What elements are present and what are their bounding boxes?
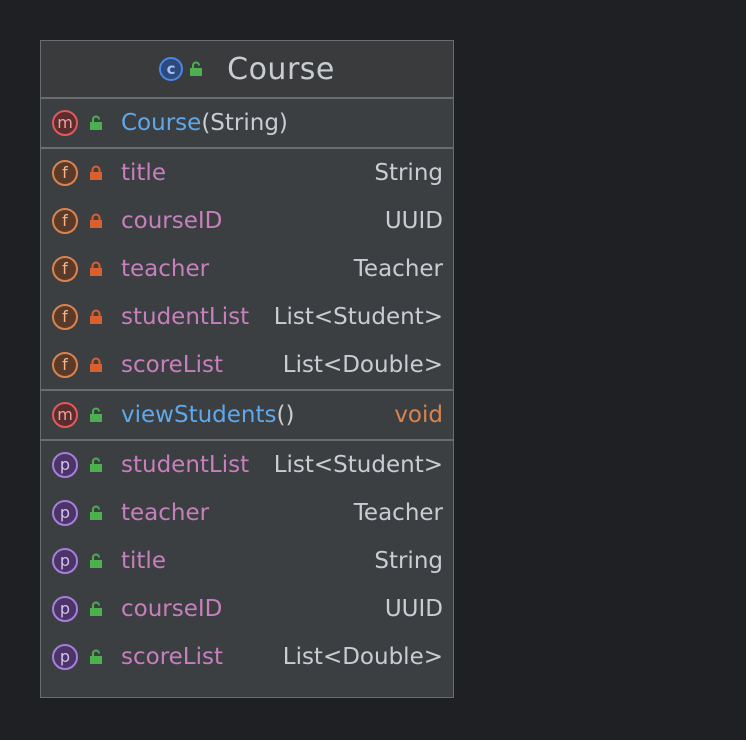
field-name: title (121, 160, 166, 186)
method-icon: m (52, 110, 78, 136)
class-icon: c (159, 57, 184, 81)
field-name: teacher (121, 256, 210, 282)
property-icon: p (52, 596, 78, 622)
property-row[interactable]: p courseID UUID (41, 585, 453, 633)
field-row[interactable]: f studentList List<Student> (41, 293, 453, 341)
property-row[interactable]: p scoreList List<Double> (41, 633, 453, 681)
private-visibility-icon (90, 165, 102, 180)
constructor-row[interactable]: m Course(String) (41, 99, 453, 147)
field-type: List<Double> (282, 352, 443, 378)
property-type: List<Double> (282, 644, 443, 670)
field-row[interactable]: f courseID UUID (41, 197, 453, 245)
method-name: viewStudents() (121, 402, 295, 428)
property-type: UUID (384, 596, 443, 622)
property-name: studentList (121, 452, 250, 478)
field-icon: f (52, 304, 78, 330)
property-type: String (374, 548, 443, 574)
property-row[interactable]: p studentList List<Student> (41, 441, 453, 489)
field-icon: f (52, 256, 78, 282)
field-icon: f (52, 208, 78, 234)
property-icon: p (52, 500, 78, 526)
field-icon: f (52, 352, 78, 378)
class-name: Course (227, 51, 335, 87)
method-type: void (394, 402, 443, 428)
field-row[interactable]: f teacher Teacher (41, 245, 453, 293)
property-icon: p (52, 452, 78, 478)
public-visibility-icon (90, 505, 102, 520)
field-type: String (374, 160, 443, 186)
field-type: List<Student> (273, 304, 443, 330)
property-icon: p (52, 548, 78, 574)
methods-section: m viewStudents() void (41, 391, 453, 441)
property-name: courseID (121, 596, 223, 622)
field-name: studentList (121, 304, 250, 330)
field-type: UUID (384, 208, 443, 234)
property-name: title (121, 548, 166, 574)
public-visibility-icon (90, 601, 102, 616)
property-row[interactable]: p title String (41, 537, 453, 585)
property-name: scoreList (121, 644, 224, 670)
method-icon: m (52, 402, 78, 428)
field-row[interactable]: f title String (41, 149, 453, 197)
private-visibility-icon (90, 261, 102, 276)
public-visibility-icon (90, 457, 102, 472)
property-name: teacher (121, 500, 210, 526)
public-visibility-icon (90, 553, 102, 568)
public-visibility-icon (90, 407, 102, 422)
field-icon: f (52, 160, 78, 186)
property-type: Teacher (353, 500, 443, 526)
property-type: List<Student> (273, 452, 443, 478)
class-header[interactable]: c Course (41, 41, 453, 99)
field-name: courseID (121, 208, 223, 234)
public-visibility-icon (90, 649, 102, 664)
constructors-section: m Course(String) (41, 99, 453, 149)
property-row[interactable]: p teacher Teacher (41, 489, 453, 537)
private-visibility-icon (90, 357, 102, 372)
private-visibility-icon (90, 213, 102, 228)
field-name: scoreList (121, 352, 224, 378)
public-visibility-icon (190, 61, 203, 76)
public-visibility-icon (90, 115, 102, 130)
private-visibility-icon (90, 309, 102, 324)
field-type: Teacher (353, 256, 443, 282)
field-row[interactable]: f scoreList List<Double> (41, 341, 453, 389)
property-icon: p (52, 644, 78, 670)
constructor-name: Course(String) (121, 110, 288, 136)
method-row[interactable]: m viewStudents() void (41, 391, 453, 439)
properties-section: p studentList List<Student> p teacher Teacher… (41, 441, 453, 681)
fields-section: f title String f courseID UUID f teacher Teacher… (41, 149, 453, 391)
